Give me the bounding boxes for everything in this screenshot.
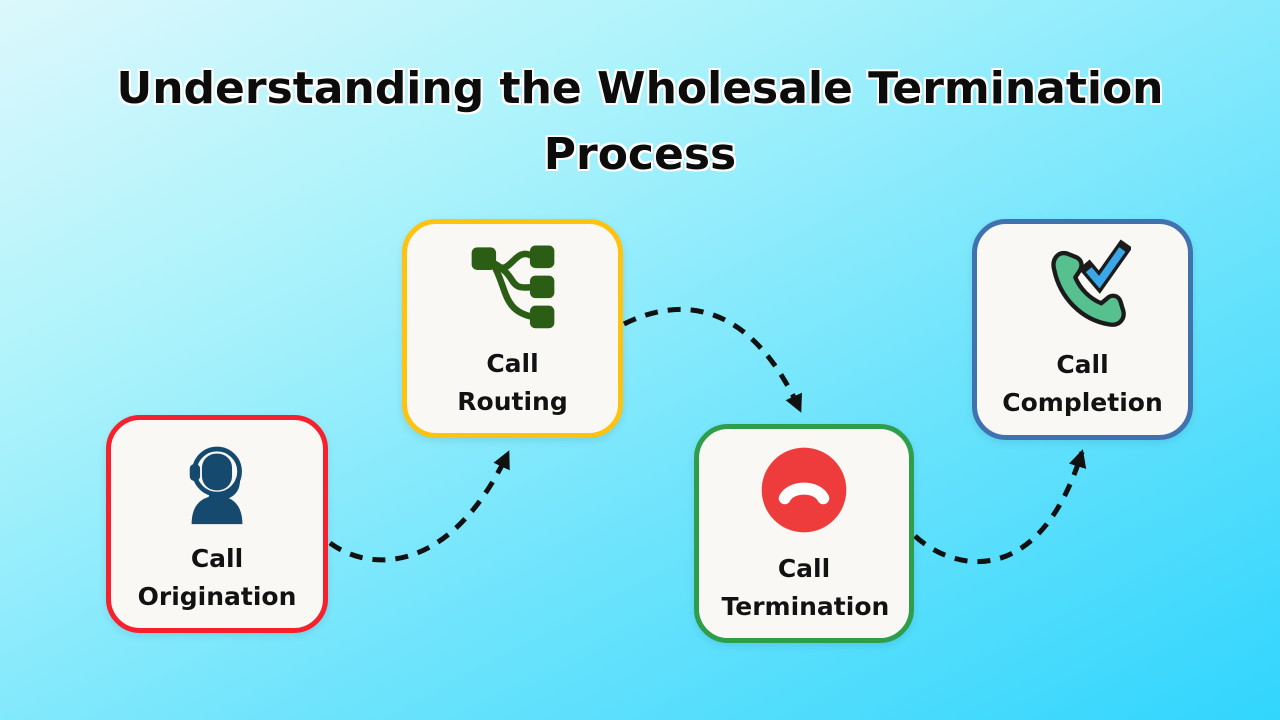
- node-call-termination: Call Termination: [694, 424, 914, 643]
- call-end-icon: [756, 442, 852, 538]
- node-call-origination: Call Origination: [106, 415, 328, 633]
- routing-branches-icon: [465, 237, 561, 333]
- phone-check-icon: [1035, 238, 1131, 334]
- node-label: Call Termination: [721, 553, 890, 621]
- node-call-routing: Call Routing: [402, 219, 623, 438]
- page-title: Understanding the Wholesale Termination …: [116, 63, 1164, 180]
- node-label: Call Routing: [457, 348, 568, 416]
- node-label: Call Origination: [137, 544, 297, 611]
- arrow-routing-to-termination: [622, 306, 803, 413]
- arrow-origination-to-routing: [328, 450, 511, 563]
- arrow-termination-to-completion: [913, 449, 1087, 565]
- support-agent-icon: [169, 432, 265, 528]
- node-label: Call Completion: [1002, 349, 1163, 417]
- node-call-completion: Call Completion: [972, 219, 1193, 440]
